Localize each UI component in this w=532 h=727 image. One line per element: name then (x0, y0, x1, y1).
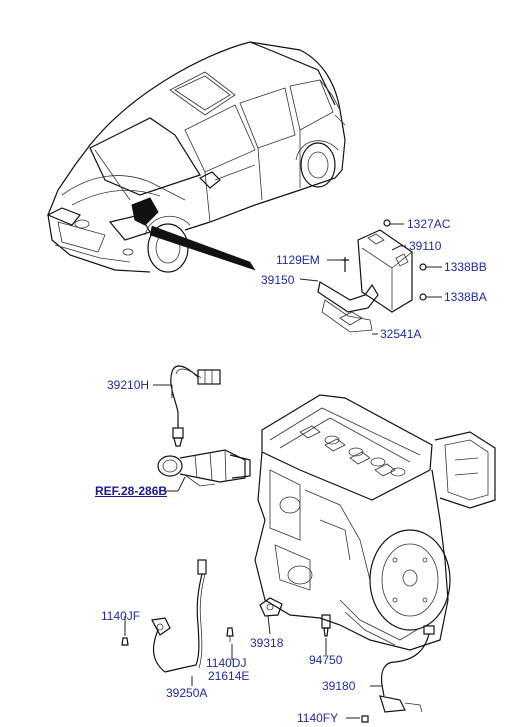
part-label-1338ba[interactable]: 1338BA (444, 290, 487, 304)
ecu-assembly (317, 219, 427, 333)
part-label-1140dj[interactable]: 1140DJ (206, 656, 247, 670)
reference-link-28-286b[interactable]: REF.28-286B (95, 484, 168, 498)
part-label-1129em[interactable]: 1129EM (276, 253, 320, 267)
catalytic-converter (157, 449, 251, 487)
car-illustration (46, 41, 346, 273)
part-label-39150[interactable]: 39150 (261, 273, 295, 287)
crankshaft-sensor-cable (121, 559, 207, 673)
part-label-39318[interactable]: 39318 (250, 636, 284, 650)
part-label-39250a[interactable]: 39250A (166, 686, 208, 700)
upper-oxygen-sensor (170, 365, 221, 447)
part-label-1338bb[interactable]: 1338BB (444, 260, 487, 274)
oil-pressure-switch (321, 614, 331, 637)
part-label-1140fy[interactable]: 1140FY (297, 711, 339, 725)
part-label-32541a[interactable]: 32541A (380, 327, 422, 341)
engine-block (254, 394, 496, 651)
part-label-39180[interactable]: 39180 (322, 679, 356, 693)
knock-sensor (259, 597, 283, 617)
part-label-1140jf[interactable]: 1140JF (101, 609, 141, 623)
part-label-39210h[interactable]: 39210H (107, 378, 150, 392)
rear-oxygen-sensor (361, 625, 435, 723)
part-label-39110[interactable]: 39110 (409, 239, 442, 253)
leader-lines (124, 223, 442, 719)
part-label-1327ac[interactable]: 1327AC (407, 217, 451, 231)
part-label-94750[interactable]: 94750 (309, 653, 343, 667)
part-label-21614e[interactable]: 21614E (208, 669, 250, 683)
bolt-1140dj (226, 627, 234, 642)
